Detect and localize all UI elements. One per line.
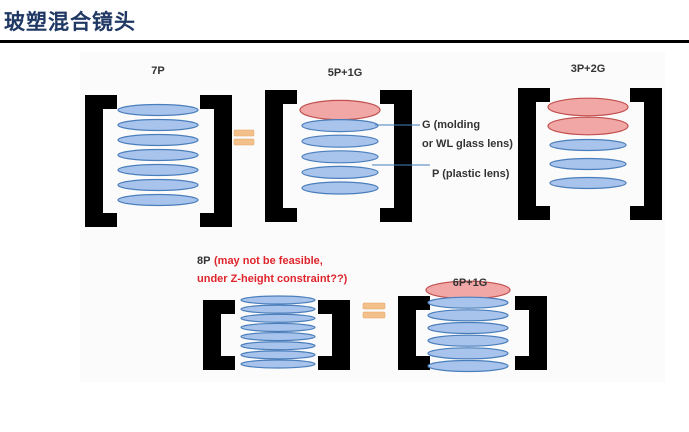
- annotation-glass-line1: G (molding: [422, 119, 480, 131]
- plastic-lens: [301, 181, 379, 195]
- plastic-lens: [117, 103, 199, 117]
- equals-sign-top: [233, 129, 255, 146]
- plastic-lens: [240, 322, 316, 333]
- plastic-lens: [549, 157, 627, 171]
- left-bracket: [203, 300, 235, 370]
- plastic-lens: [240, 359, 316, 369]
- label-8p: 8P: [197, 255, 210, 267]
- plastic-lens: [240, 331, 316, 342]
- plastic-lens: [427, 359, 509, 373]
- glass-lens: [547, 97, 629, 117]
- plastic-lens: [240, 350, 316, 360]
- glass-lens: [547, 116, 629, 136]
- lenses: [117, 97, 629, 373]
- plastic-lens: [117, 133, 199, 147]
- left-bracket: [265, 90, 297, 222]
- plastic-lens: [427, 309, 509, 322]
- plastic-lens: [301, 150, 379, 164]
- plastic-lens: [427, 347, 509, 360]
- label-7p: 7P: [151, 65, 164, 77]
- right-bracket: [318, 300, 350, 370]
- title-divider: [0, 40, 689, 43]
- plastic-lens: [301, 118, 379, 133]
- annotation-glass-line2: or WL glass lens): [422, 138, 513, 150]
- label-3p2g: 3P+2G: [571, 63, 606, 75]
- right-bracket: [630, 88, 662, 220]
- right-bracket: [380, 90, 412, 222]
- left-bracket: [85, 95, 117, 227]
- label-6p1g: 6P+1G: [453, 277, 488, 289]
- right-bracket: [515, 296, 547, 370]
- left-bracket: [518, 88, 550, 220]
- plastic-lens: [549, 138, 627, 152]
- note-8p-line2: under Z-height constraint??): [197, 273, 348, 285]
- plastic-lens: [117, 193, 199, 207]
- left-bracket: [398, 296, 430, 370]
- plastic-lens: [549, 176, 627, 190]
- plastic-lens: [117, 178, 199, 192]
- annotation-plastic: P (plastic lens): [432, 168, 510, 180]
- plastic-lens: [427, 296, 509, 309]
- brackets: [85, 88, 662, 370]
- page-title: 玻塑混合镜头: [4, 9, 136, 34]
- note-8p-line1: (may not be feasible,: [214, 255, 323, 267]
- plastic-lens: [240, 295, 316, 305]
- plastic-lens: [427, 321, 509, 335]
- plastic-lens: [427, 334, 509, 347]
- plastic-lens: [240, 313, 316, 323]
- plastic-lens: [117, 163, 199, 177]
- equals-sign-bottom: [362, 302, 386, 319]
- plastic-lens: [301, 165, 379, 179]
- plastic-lens: [301, 134, 379, 148]
- right-bracket: [200, 95, 232, 227]
- plastic-lens: [117, 118, 199, 132]
- plastic-lens: [117, 148, 199, 162]
- plastic-lens: [240, 304, 316, 314]
- glass-lens: [299, 99, 381, 121]
- plastic-lens: [240, 341, 316, 351]
- label-5p1g: 5P+1G: [328, 67, 363, 79]
